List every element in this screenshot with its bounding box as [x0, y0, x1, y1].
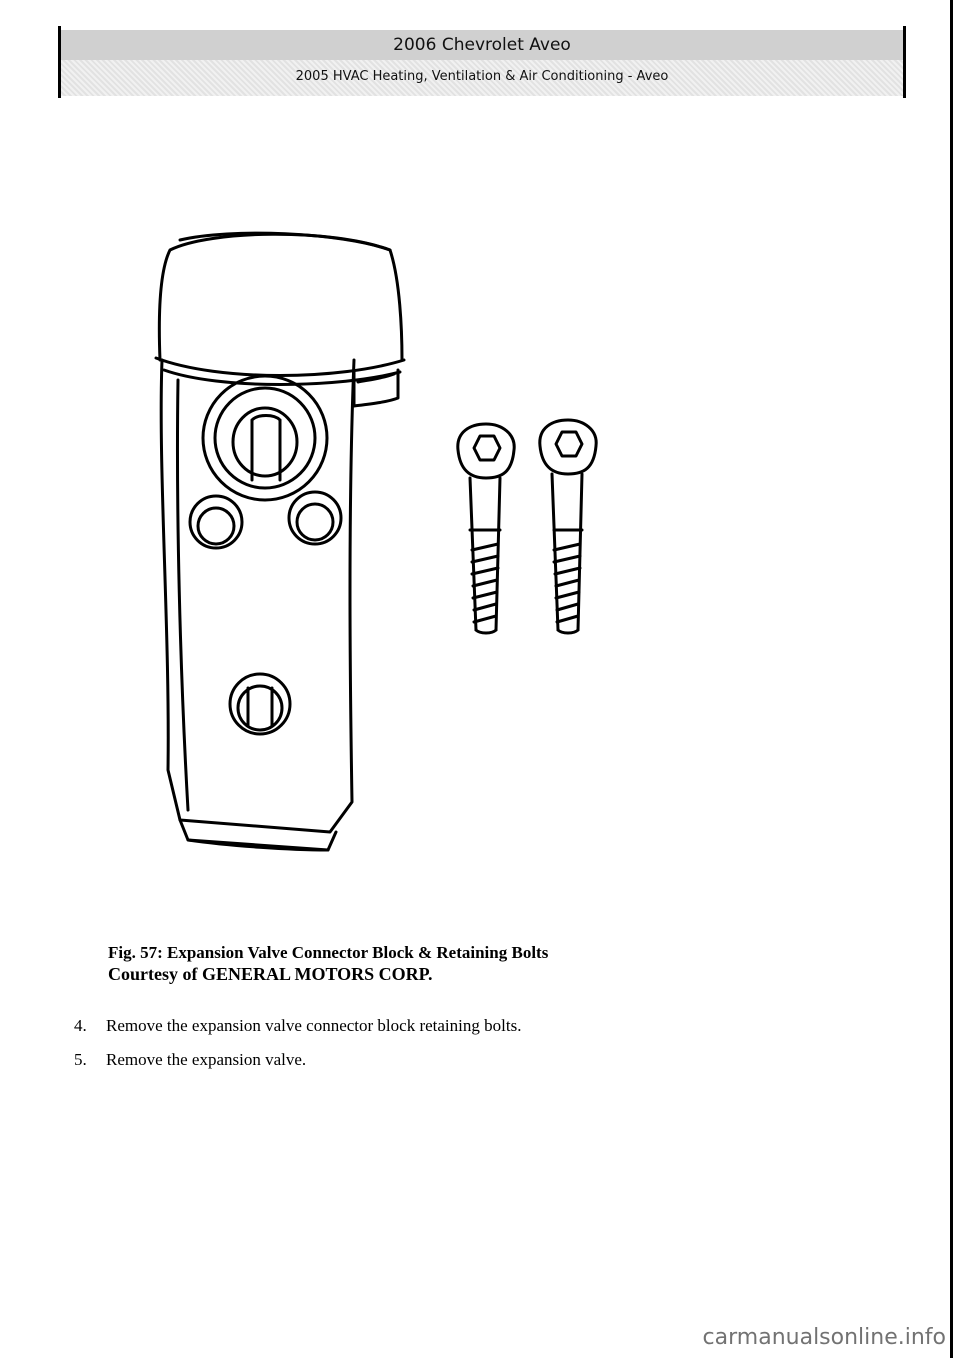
figure-credit: Courtesy of GENERAL MOTORS CORP. — [108, 964, 433, 984]
mounting-holes — [188, 490, 343, 736]
step-text: Remove the expansion valve. — [106, 1050, 307, 1069]
retaining-bolt-1 — [456, 422, 516, 635]
document-subtitle: 2005 HVAC Heating, Ventilation & Air Con… — [61, 60, 903, 96]
connector-block — [154, 231, 406, 852]
watermark: carmanualsonline.info — [702, 1325, 946, 1350]
expansion-valve-illustration — [154, 231, 598, 852]
valve-port — [201, 374, 329, 502]
retaining-bolt-2 — [538, 418, 598, 635]
figure-caption: Fig. 57: Expansion Valve Connector Block… — [108, 943, 549, 962]
page-header: 2006 Chevrolet Aveo 2005 HVAC Heating, V… — [58, 26, 906, 98]
step-number: 4. — [74, 1016, 87, 1035]
step-number: 5. — [74, 1050, 87, 1069]
document-title: 2006 Chevrolet Aveo — [61, 30, 903, 61]
page-edge-rule — [950, 0, 960, 1358]
step-text: Remove the expansion valve connector blo… — [106, 1016, 522, 1035]
